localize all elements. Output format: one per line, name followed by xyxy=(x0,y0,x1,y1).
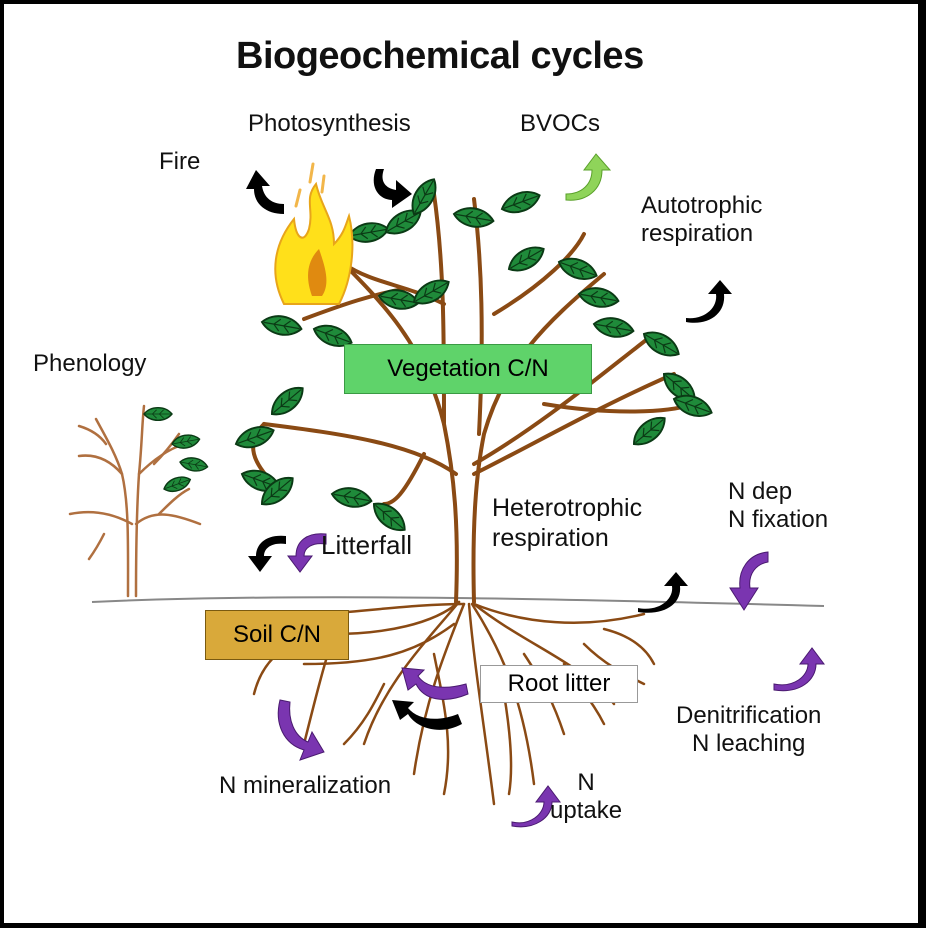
ndep-arrow-icon xyxy=(729,551,769,611)
label-fire: Fire xyxy=(159,148,201,175)
label-ndep-line2: N fixation xyxy=(728,506,829,534)
label-phenology: Phenology xyxy=(33,350,147,377)
label-n-uptake-line2: uptake xyxy=(550,797,623,825)
label-n-mineralization: N mineralization xyxy=(219,772,392,799)
label-denitrification-line2: N leaching xyxy=(692,730,806,758)
litterfall-carbon-arrow-icon xyxy=(248,535,286,572)
label-heterotrophic-line1: Heterotrophic xyxy=(492,494,643,522)
fire-arrow-icon xyxy=(246,170,284,214)
heterotrophic-arrow-icon xyxy=(638,572,688,613)
diagram-canvas xyxy=(68,153,825,828)
n-mineralization-arrow-icon xyxy=(277,699,325,761)
soil-cn-label: Soil C/N xyxy=(232,621,322,648)
label-ndep-line1: N dep xyxy=(728,478,793,505)
root-litter-box: Root litter xyxy=(480,665,638,703)
label-autotrophic-respiration: Autotrophic respiration xyxy=(641,192,762,249)
root-litter-nitrogen-arrow-icon xyxy=(401,667,469,700)
label-litterfall: Litterfall xyxy=(321,530,413,560)
denitrification-arrow-icon xyxy=(773,647,825,692)
label-bvocs: BVOCs xyxy=(520,110,601,137)
label-n-uptake-line1: N xyxy=(577,769,595,796)
bvocs-arrow-icon xyxy=(565,153,612,201)
diagram-frame: Biogeochemical cycles Photosynthesis BVO… xyxy=(4,4,918,923)
label-autotrophic-line2: respiration xyxy=(641,220,754,248)
phenology-tree xyxy=(68,404,202,598)
phenology-leaves xyxy=(143,407,210,496)
photosynthesis-arrow-icon xyxy=(373,169,412,208)
label-autotrophic-line1: Autotrophic xyxy=(641,192,763,219)
diagram-title: Biogeochemical cycles xyxy=(236,35,644,77)
litterfall-nitrogen-arrow-icon xyxy=(287,533,327,573)
label-denitrification-line1: Denitrification xyxy=(676,702,822,729)
label-n-uptake: N uptake xyxy=(550,769,622,826)
label-photosynthesis: Photosynthesis xyxy=(248,110,411,137)
label-heterotrophic-line2: respiration xyxy=(492,523,609,552)
vegetation-cn-box: Vegetation C/N xyxy=(344,344,592,394)
soil-cn-box: Soil C/N xyxy=(205,610,349,660)
autotrophic-arrow-icon xyxy=(686,280,732,323)
fire-icon xyxy=(274,162,354,305)
label-denitrification-leaching: Denitrification N leaching xyxy=(676,702,821,759)
label-heterotrophic-respiration: Heterotrophic respiration xyxy=(492,494,642,553)
label-ndep-nfixation: N dep N fixation xyxy=(728,478,828,535)
root-litter-label: Root litter xyxy=(507,670,611,697)
n-uptake-arrow-icon xyxy=(511,785,561,828)
root-litter-carbon-arrow-icon xyxy=(392,700,462,730)
vegetation-cn-label: Vegetation C/N xyxy=(387,355,549,382)
